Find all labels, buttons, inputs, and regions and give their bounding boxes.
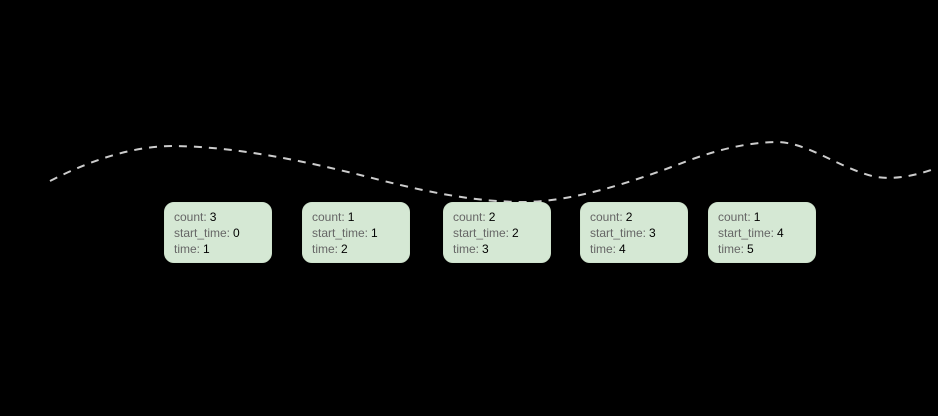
card-field-time: time:2 — [312, 241, 405, 257]
card-field-time: time:1 — [174, 241, 267, 257]
card-field-count: count:2 — [453, 209, 546, 225]
field-label: time: — [453, 242, 480, 256]
field-value: 2 — [512, 226, 519, 240]
field-value: 2 — [625, 210, 633, 224]
field-value: 0 — [233, 226, 240, 240]
window-card-3[interactable]: count:2 start_time:2 time:3 — [443, 202, 551, 263]
field-value: 1 — [371, 226, 378, 240]
field-label: count: — [174, 210, 207, 224]
window-card-4[interactable]: count:2 start_time:3 time:4 — [580, 202, 688, 263]
card-field-count: count:1 — [312, 209, 405, 225]
card-field-start-time: start_time:3 — [590, 225, 683, 241]
window-card-1[interactable]: count:3 start_time:0 time:1 — [164, 202, 272, 263]
field-label: count: — [718, 210, 751, 224]
card-field-time: time:3 — [453, 241, 546, 257]
field-label: time: — [174, 242, 201, 256]
dashed-trend-curve — [49, 140, 935, 204]
field-label: time: — [718, 242, 745, 256]
field-value: 4 — [619, 242, 626, 256]
field-value: 3 — [209, 210, 217, 224]
field-label: start_time: — [453, 226, 510, 240]
field-value: 1 — [347, 210, 355, 224]
field-label: count: — [453, 210, 486, 224]
card-field-start-time: start_time:0 — [174, 225, 267, 241]
field-label: start_time: — [312, 226, 369, 240]
card-field-start-time: start_time:1 — [312, 225, 405, 241]
card-field-time: time:4 — [590, 241, 683, 257]
field-label: time: — [590, 242, 617, 256]
field-label: start_time: — [590, 226, 647, 240]
field-value: 3 — [482, 242, 489, 256]
field-value: 5 — [747, 242, 754, 256]
card-field-start-time: start_time:4 — [718, 225, 811, 241]
card-field-count: count:1 — [718, 209, 811, 225]
window-card-5[interactable]: count:1 start_time:4 time:5 — [708, 202, 816, 263]
card-field-count: count:2 — [590, 209, 683, 225]
field-label: time: — [312, 242, 339, 256]
field-label: count: — [590, 210, 623, 224]
field-value: 3 — [649, 226, 656, 240]
field-label: count: — [312, 210, 345, 224]
field-value: 2 — [341, 242, 348, 256]
card-field-count: count:3 — [174, 209, 267, 225]
field-value: 4 — [777, 226, 784, 240]
field-label: start_time: — [718, 226, 775, 240]
card-field-start-time: start_time:2 — [453, 225, 546, 241]
field-value: 1 — [203, 242, 210, 256]
field-value: 1 — [753, 210, 761, 224]
card-field-time: time:5 — [718, 241, 811, 257]
field-label: start_time: — [174, 226, 231, 240]
field-value: 2 — [488, 210, 496, 224]
window-card-2[interactable]: count:1 start_time:1 time:2 — [302, 202, 410, 263]
